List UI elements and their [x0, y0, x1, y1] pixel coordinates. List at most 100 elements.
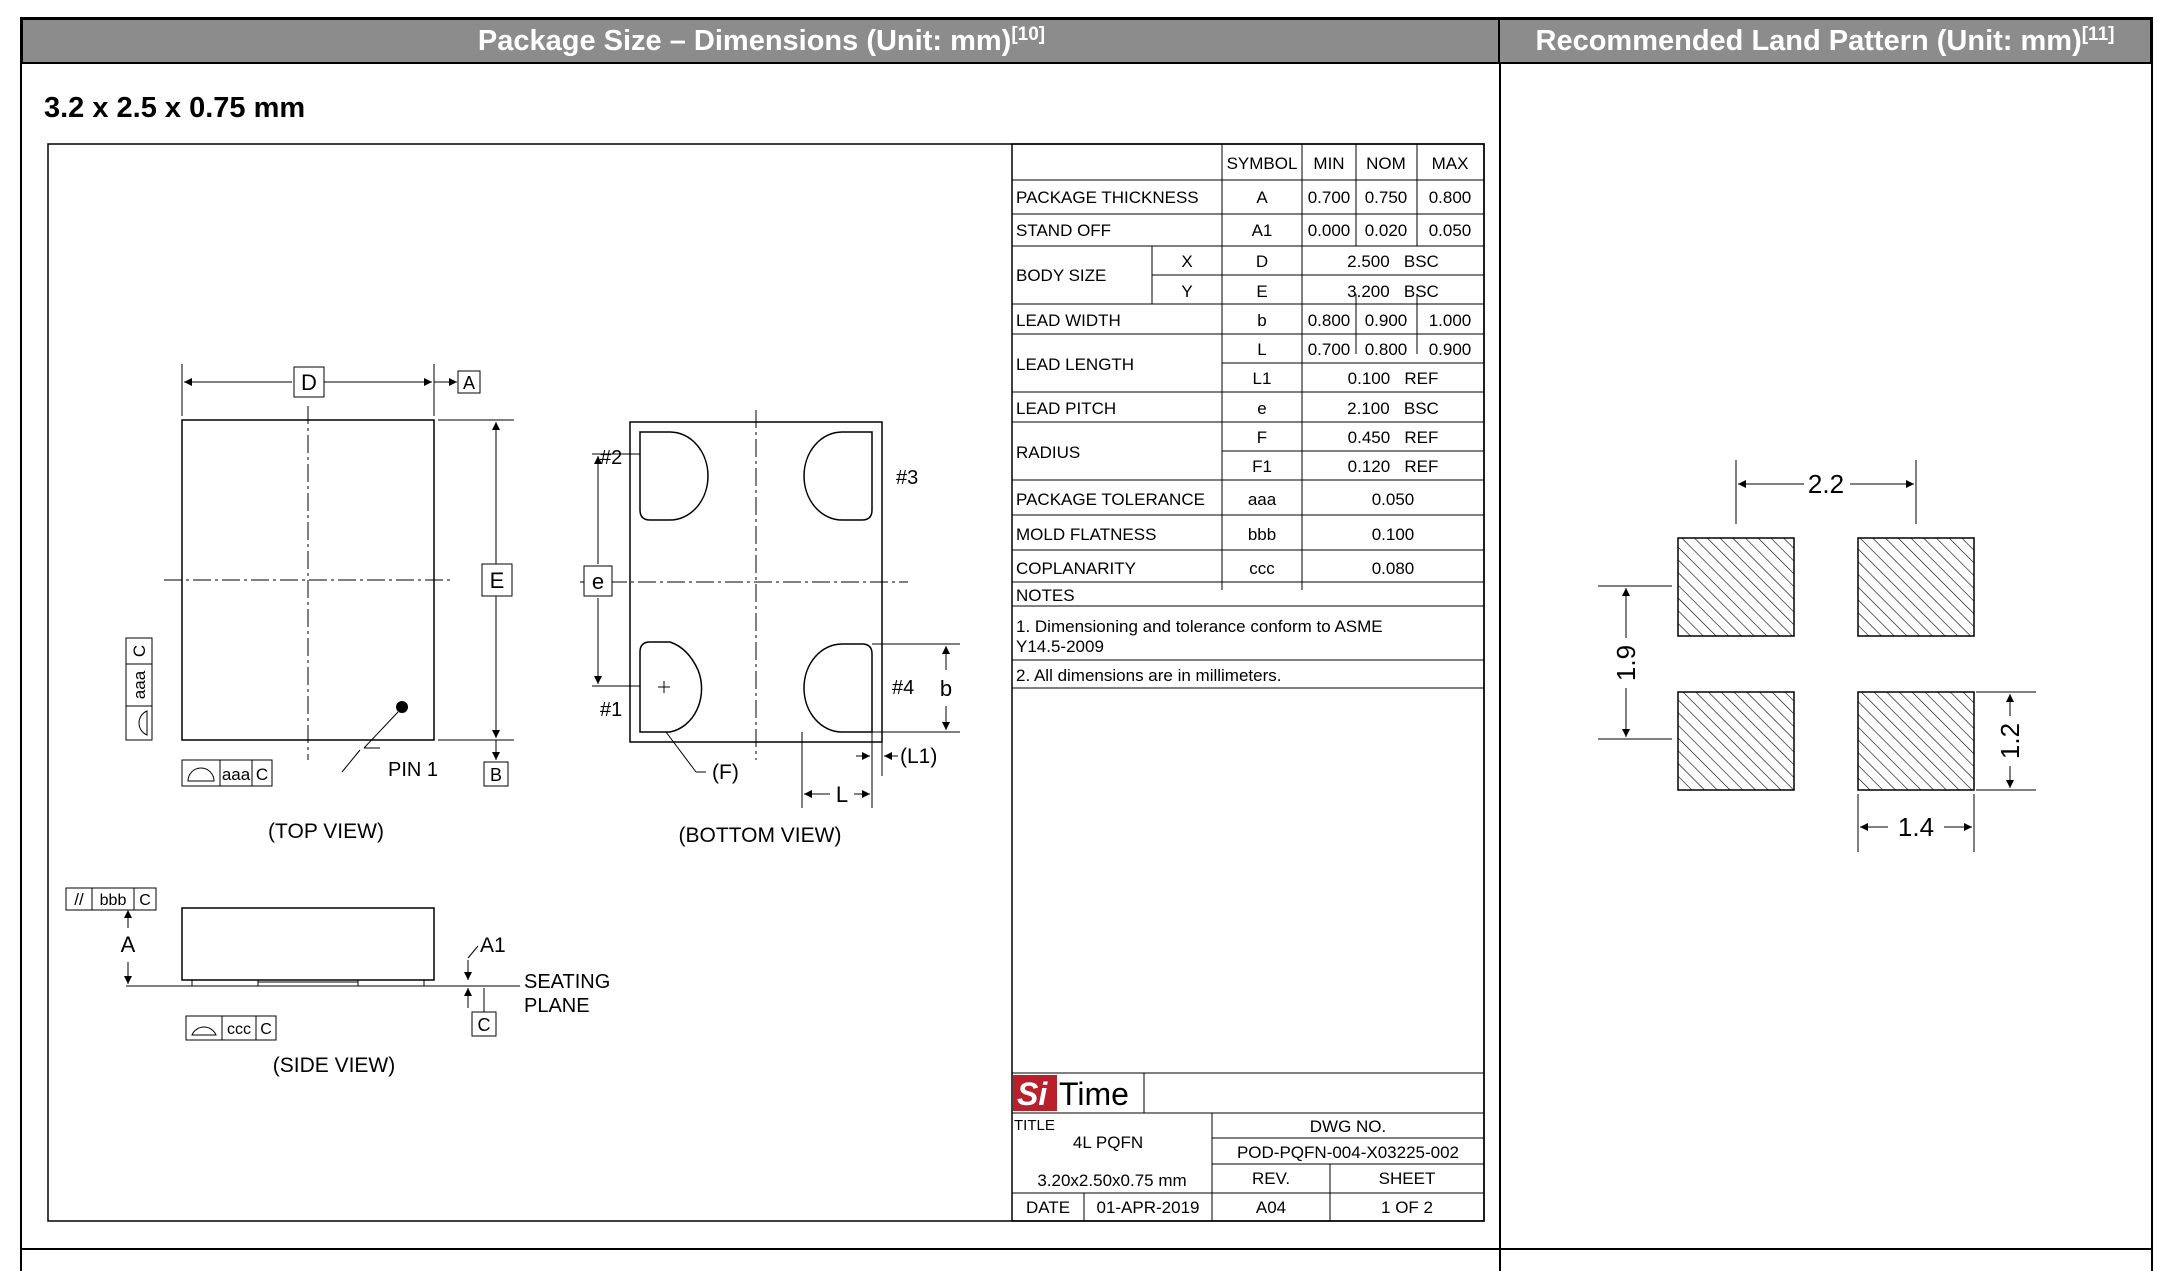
- land-pad-bottom-right: [1857, 691, 1975, 791]
- land-pattern-header: Recommended Land Pattern (Unit: mm)[11]: [1498, 18, 2152, 64]
- side-view: // bbb C A A1 C SEATING PLANE ccc C (SID…: [65, 887, 610, 1077]
- row-thickness-nom: 0.750: [1365, 188, 1408, 207]
- tol-bottom-C: C: [256, 765, 268, 784]
- land-pad-bottom-left: [1677, 691, 1795, 791]
- side-view-caption: (SIDE VIEW): [273, 1054, 396, 1077]
- bottom-view: #2 #3 #1 #4 e b L (L1): [580, 410, 960, 847]
- dimensions-header: Package Size – Dimensions (Unit: mm)[10]: [21, 18, 1502, 64]
- note-2: 2. All dimensions are in millimeters.: [1016, 666, 1281, 685]
- row-tolerance-value: 0.050: [1372, 490, 1415, 509]
- dimensions-header-ref: [10]: [1011, 24, 1046, 45]
- date-value: 01-APR-2019: [1096, 1198, 1199, 1217]
- sitime-logo-si: Si: [1017, 1076, 1048, 1112]
- row-body-y-value: 3.200 BSC: [1347, 282, 1439, 301]
- datum-label-A: A: [463, 373, 475, 393]
- row-body-label: BODY SIZE: [1016, 266, 1106, 285]
- row-leadlength-l1-value: 0.100 REF: [1348, 369, 1439, 388]
- row-thickness-max: 0.800: [1429, 188, 1472, 207]
- sitime-logo-time: Time: [1059, 1076, 1129, 1112]
- row-standoff-nom: 0.020: [1365, 221, 1408, 240]
- row-leadwidth-nom: 0.900: [1365, 311, 1408, 330]
- row-leadlength-l1-symbol: L1: [1253, 369, 1272, 388]
- tol-side-ccc: ccc: [227, 1021, 251, 1038]
- land-pattern-drawing: 2.2 1.9 1.2 1.4: [1598, 460, 2036, 852]
- row-radius-f-value: 0.450 REF: [1348, 428, 1439, 447]
- dim-label-L: L: [836, 782, 848, 807]
- row-tolerance-label: PACKAGE TOLERANCE: [1016, 490, 1205, 509]
- row-body-y: Y: [1181, 282, 1192, 301]
- package-size-subtitle: 3.2 x 2.5 x 0.75 mm: [44, 92, 306, 124]
- row-pitch-symbol: e: [1257, 399, 1266, 418]
- land-dim-1-9: 1.9: [1611, 645, 1641, 681]
- dwg-no-label: DWG NO.: [1310, 1117, 1387, 1136]
- row-coplanarity-symbol: ccc: [1249, 559, 1275, 578]
- row-coplanarity-label: COPLANARITY: [1016, 559, 1136, 578]
- row-leadwidth-max: 1.000: [1429, 311, 1472, 330]
- tol-side-C: C: [139, 892, 151, 909]
- row-body-x: X: [1181, 252, 1192, 271]
- row-pitch-label: LEAD PITCH: [1016, 399, 1116, 418]
- title-label: TITLE: [1014, 1117, 1055, 1134]
- row-leadlength-max: 0.900: [1429, 340, 1472, 359]
- dim-label-F: (F): [712, 761, 739, 784]
- sitime-logo-box: [1013, 1075, 1057, 1111]
- row-tolerance-symbol: aaa: [1248, 490, 1277, 509]
- row-flatness-symbol: bbb: [1248, 525, 1276, 544]
- dim-label-E: E: [490, 568, 505, 593]
- sheet-label: SHEET: [1379, 1169, 1436, 1188]
- pin1-dot: [396, 701, 408, 713]
- package-size-value: 3.20x2.50x0.75 mm: [1037, 1171, 1186, 1190]
- row-leadlength-min: 0.700: [1308, 340, 1351, 359]
- row-standoff-max: 0.050: [1429, 221, 1472, 240]
- row-thickness-min: 0.700: [1308, 188, 1351, 207]
- land-pattern-header-title: Recommended Land Pattern (Unit: mm): [1535, 24, 2082, 57]
- top-view-caption: (TOP VIEW): [268, 820, 384, 843]
- row-thickness-label: PACKAGE THICKNESS: [1016, 188, 1199, 207]
- rev-label: REV.: [1252, 1169, 1290, 1188]
- row-pitch-value: 2.100 BSC: [1347, 399, 1439, 418]
- dim-label-b: b: [940, 676, 952, 701]
- note-1-line1: 1. Dimensioning and tolerance conform to…: [1016, 617, 1383, 636]
- pin-label-3: #3: [896, 467, 918, 489]
- note-1-line2: Y14.5-2009: [1016, 637, 1104, 656]
- dimensions-header-title: Package Size – Dimensions (Unit: mm): [477, 24, 1012, 57]
- date-label: DATE: [1026, 1198, 1070, 1217]
- row-body-x-value: 2.500 BSC: [1347, 252, 1439, 271]
- tol-side-parallel: //: [74, 890, 84, 909]
- row-radius-f1-value: 0.120 REF: [1348, 457, 1439, 476]
- land-dim-1-4: 1.4: [1898, 812, 1934, 842]
- row-leadwidth-min: 0.800: [1308, 311, 1351, 330]
- row-flatness-value: 0.100: [1372, 525, 1415, 544]
- dim-label-A1: A1: [480, 934, 506, 957]
- tol-left-aaa: aaa: [130, 670, 149, 699]
- tol-side-ccc-C: C: [260, 1021, 272, 1038]
- col-symbol: SYMBOL: [1227, 154, 1298, 173]
- pin-label-2: #2: [600, 447, 622, 469]
- row-coplanarity-value: 0.080: [1372, 559, 1415, 578]
- top-view: D A E B PIN 1 aaa C: [125, 364, 514, 843]
- row-standoff-label: STAND OFF: [1016, 221, 1111, 240]
- row-leadlength-label: LEAD LENGTH: [1016, 355, 1134, 374]
- col-min: MIN: [1313, 154, 1344, 173]
- rev-value: A04: [1256, 1198, 1286, 1217]
- dim-label-D: D: [301, 370, 317, 395]
- land-pad-top-right: [1857, 537, 1975, 637]
- row-body-y-symbol: E: [1256, 282, 1267, 301]
- notes-heading: NOTES: [1016, 586, 1075, 605]
- row-radius-label: RADIUS: [1016, 443, 1080, 462]
- land-dim-1-2: 1.2: [1995, 723, 2025, 759]
- row-standoff-symbol: A1: [1252, 221, 1273, 240]
- row-leadwidth-symbol: b: [1257, 311, 1266, 330]
- pin1-label: PIN 1: [388, 759, 438, 781]
- dim-label-side-A: A: [121, 932, 136, 957]
- seating-plane-line1: SEATING: [524, 971, 610, 993]
- title-value: 4L PQFN: [1073, 1133, 1143, 1152]
- row-radius-f-symbol: F: [1257, 428, 1267, 447]
- tol-left-C: C: [130, 645, 149, 657]
- bottom-view-caption: (BOTTOM VIEW): [679, 824, 842, 847]
- dim-label-L1: (L1): [900, 745, 937, 768]
- row-body-x-symbol: D: [1256, 252, 1268, 271]
- tol-side-bbb: bbb: [100, 892, 127, 909]
- col-max: MAX: [1432, 154, 1469, 173]
- row-leadwidth-label: LEAD WIDTH: [1016, 311, 1121, 330]
